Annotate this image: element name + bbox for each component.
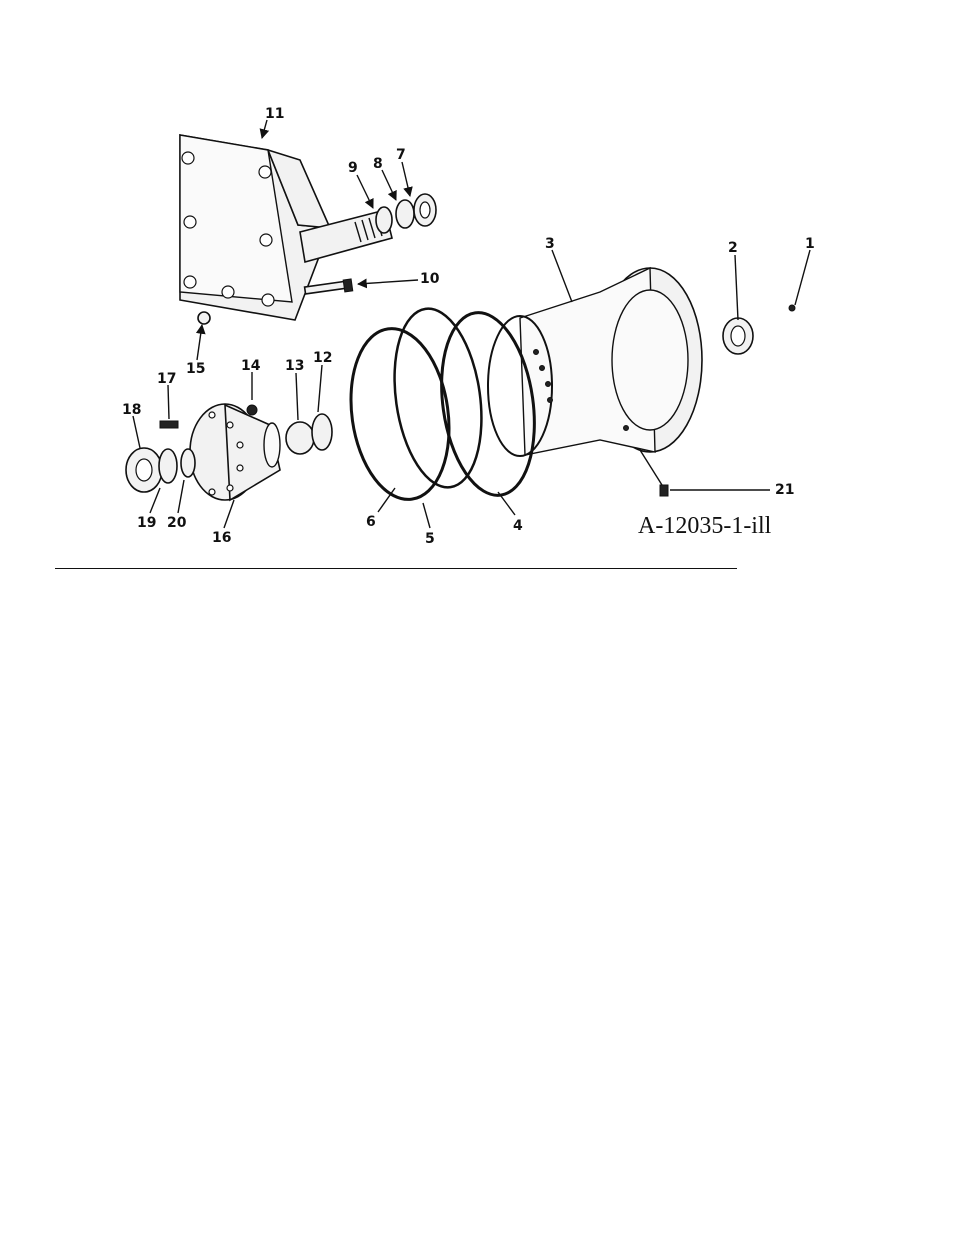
wheel-rim [488,268,702,456]
callout-2: 2 [728,240,738,256]
callout-6: 6 [366,514,376,530]
mounting-plate-spindle [180,135,392,320]
callout-19: 19 [137,515,156,531]
hub-assembly [126,404,332,500]
callout-3: 3 [545,236,555,252]
callout-11: 11 [265,106,284,122]
callout-4: 4 [513,518,523,534]
callout-10: 10 [420,271,440,287]
callout-21: 21 [775,482,794,498]
spindle-nut-washer-set [376,194,436,233]
exploded-parts-diagram: 11 9 8 7 10 3 2 1 15 14 13 12 17 18 19 2… [0,0,954,600]
callout-20: 20 [167,515,187,531]
callout-5: 5 [425,531,435,547]
callout-18: 18 [122,402,141,418]
callout-16: 16 [212,530,231,546]
callout-14: 14 [241,358,261,374]
bolt [305,279,353,294]
retaining-rings [340,303,545,506]
grease-fitting [789,305,795,311]
callout-7: 7 [396,147,406,163]
bushing [723,318,753,354]
figure-id-label: A-12035-1-ill [638,513,772,539]
callout-1: 1 [805,236,815,252]
callout-15: 15 [186,361,205,377]
nut [198,312,210,324]
horizontal-rule [55,568,737,569]
callout-17: 17 [157,371,176,387]
callout-8: 8 [373,156,383,172]
rim-bolt [660,485,668,496]
callout-9: 9 [348,160,358,176]
callout-13: 13 [285,358,304,374]
callout-12: 12 [313,350,332,366]
